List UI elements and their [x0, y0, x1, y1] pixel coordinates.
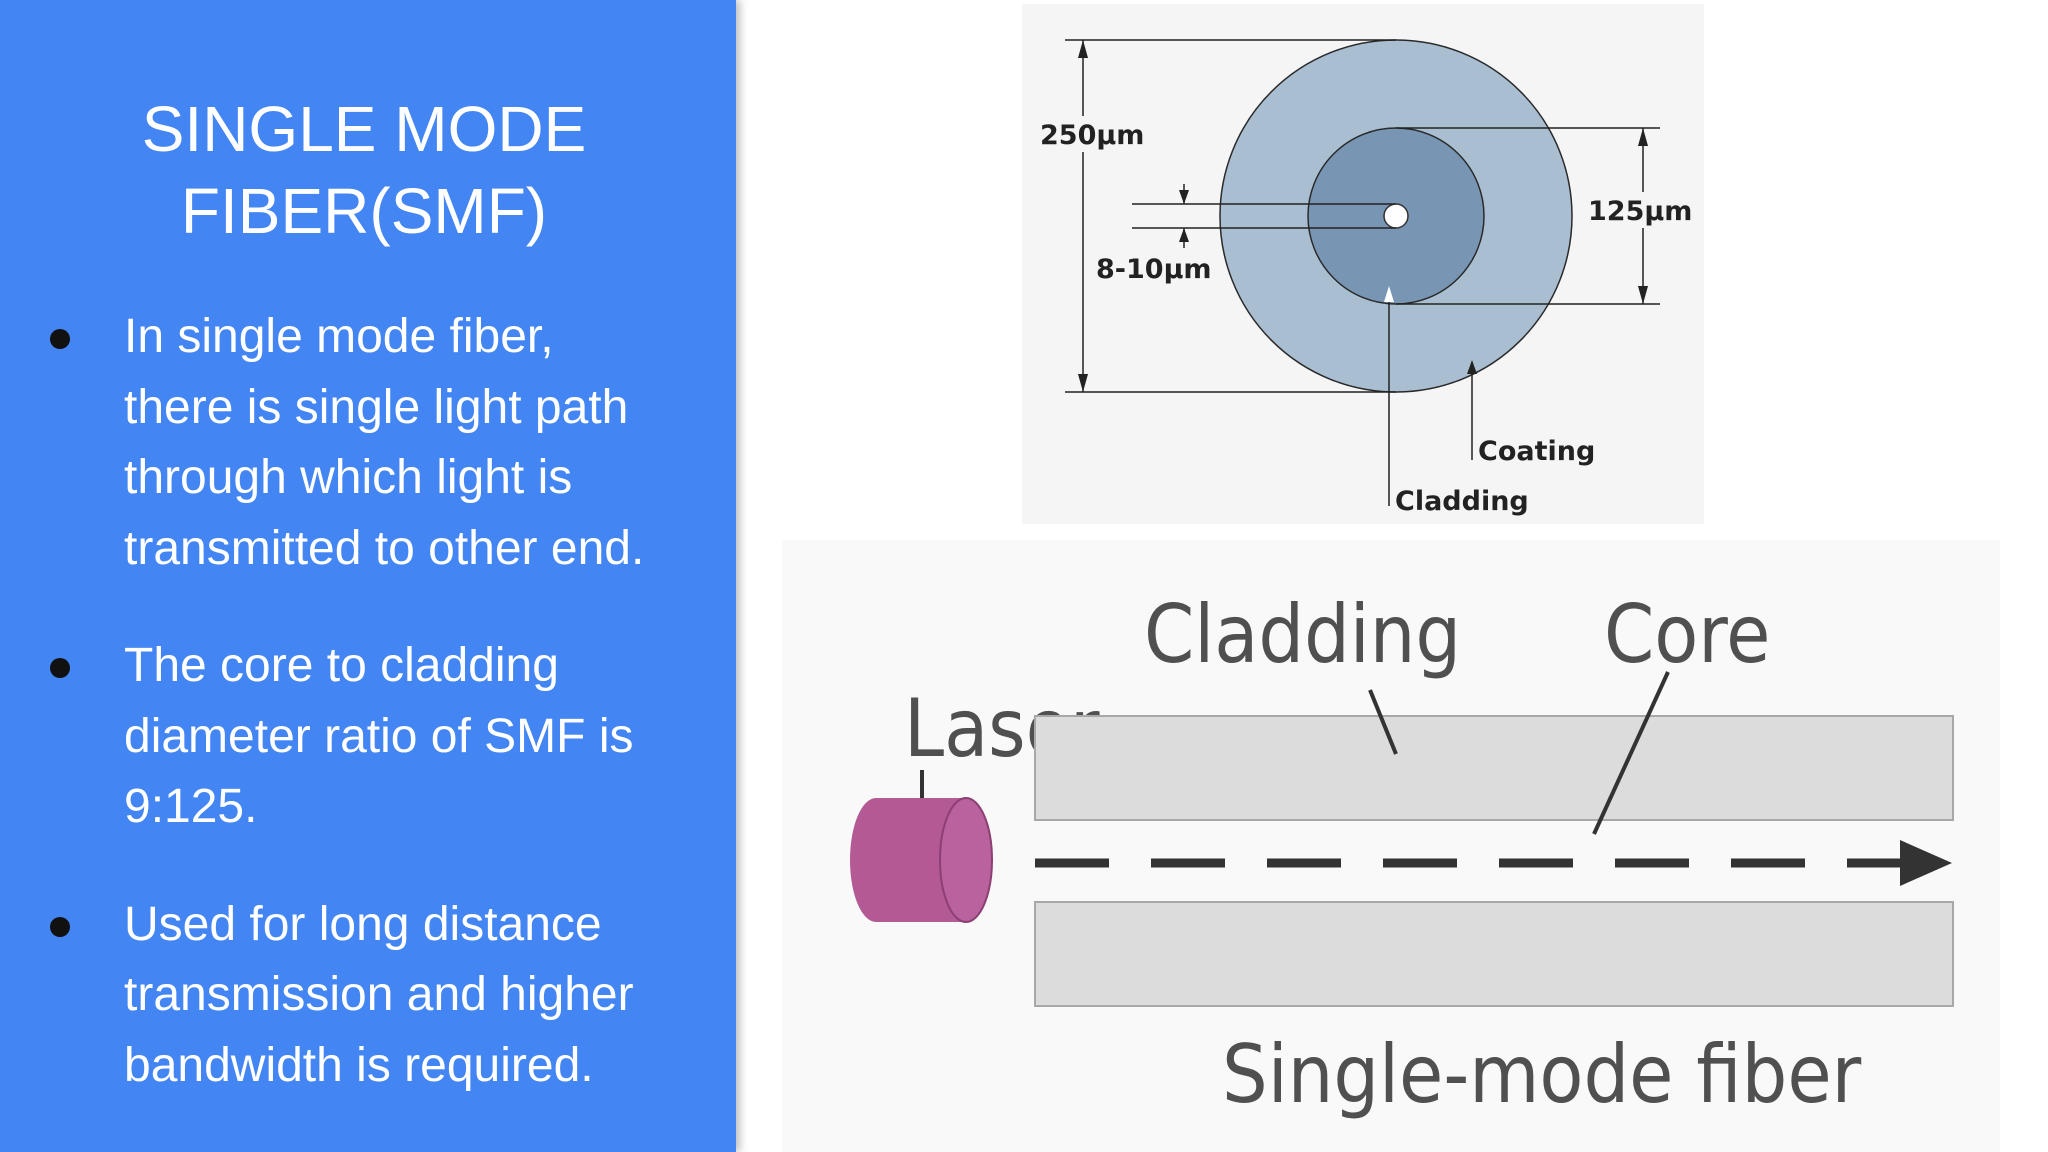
bullet-dot-icon [50, 329, 70, 349]
bullet-item: Used for long distance transmission and … [44, 890, 724, 1102]
bullet-line: bandwidth is required. [124, 1038, 594, 1092]
bullet-list: In single mode fiber, there is single li… [44, 302, 724, 1148]
cladding-wall-top [1034, 715, 1954, 821]
side-core-label: Core [1604, 588, 1770, 681]
bullet-dot-icon [50, 658, 70, 678]
arrow-up-icon [1384, 286, 1394, 302]
cladding-wall-bottom [1034, 901, 1954, 1007]
bullet-line: Used for long distance [124, 897, 602, 951]
laser-face [939, 797, 993, 923]
arrow-down-icon [1638, 286, 1648, 304]
dim-250-label: 250µm [1040, 120, 1144, 151]
arrow-up-icon [1467, 360, 1477, 374]
arrow-down-icon [1179, 190, 1189, 204]
bullet-line: In single mode fiber, [124, 310, 554, 363]
title-line-1: SINGLE MODE [141, 93, 587, 165]
dim-core-label: 8-10µm [1096, 254, 1212, 285]
bullet-line: diameter ratio of SMF is [124, 709, 634, 763]
core-circle [1383, 203, 1409, 229]
dim-125-bg [1584, 192, 1692, 228]
side-cladding-pointer [1368, 689, 1398, 755]
arrow-down-icon [1078, 374, 1088, 392]
bullet-item: In single mode fiber, there is single li… [44, 302, 724, 584]
side-cladding-label: Cladding [1144, 588, 1461, 681]
arrow-up-icon [1078, 40, 1088, 58]
bullet-line: transmitted to other end. [124, 521, 645, 575]
arrow-right-icon [1900, 840, 1952, 886]
bullet-line: 9:125. [124, 780, 258, 833]
cross-section-diagram: 250µm 125µm 8-10µm Coating Cladding [1022, 4, 1704, 524]
cladding-label: Cladding [1395, 486, 1529, 517]
bullet-line: there is single light path [124, 380, 629, 434]
title-line-2: FIBER(SMF) [180, 175, 548, 247]
side-core-pointer [1592, 671, 1670, 835]
dim-125-label: 125µm [1588, 196, 1692, 227]
bullet-line: through which light is [124, 451, 573, 504]
coating-label: Coating [1478, 436, 1595, 467]
side-view-diagram: Laser Cladding Core Single-mode fiber [782, 540, 2000, 1152]
dim-250-bg [1040, 116, 1140, 152]
arrow-up-icon [1179, 228, 1189, 242]
bullet-line: The core to cladding [124, 639, 559, 692]
slide-title: SINGLE MODE FIBER(SMF) [40, 88, 688, 252]
side-view-caption: Single-mode fiber [1222, 1028, 1862, 1121]
arrow-up-icon [1638, 128, 1648, 146]
bullet-dot-icon [50, 916, 70, 937]
bullet-line: transmission and higher [124, 968, 634, 1021]
left-panel: SINGLE MODE FIBER(SMF) In single mode fi… [0, 0, 736, 1152]
bullet-item: The core to cladding diameter ratio of S… [44, 631, 724, 843]
